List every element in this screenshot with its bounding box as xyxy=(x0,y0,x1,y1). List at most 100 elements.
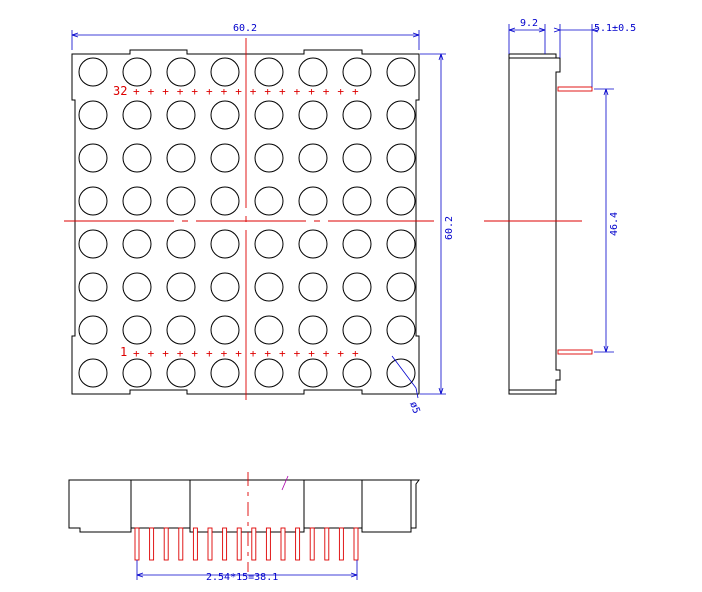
led-dot xyxy=(210,272,240,302)
bottom-pin xyxy=(149,527,155,561)
pin-marker: + xyxy=(250,85,257,98)
pin-marker: + xyxy=(235,85,242,98)
led-dot xyxy=(342,100,372,130)
led-dot xyxy=(166,358,196,388)
led-dot xyxy=(342,272,372,302)
led-dot xyxy=(386,358,416,388)
pin-marker: + xyxy=(323,85,330,98)
led-dot xyxy=(342,57,372,87)
bottom-pin xyxy=(309,527,315,561)
led-dot xyxy=(78,358,108,388)
led-dot xyxy=(254,315,284,345)
bottom-pin xyxy=(324,527,330,561)
led-dot xyxy=(386,57,416,87)
led-dot xyxy=(210,358,240,388)
led-dot xyxy=(386,143,416,173)
led-dot xyxy=(78,315,108,345)
led-dot xyxy=(122,315,152,345)
width-dim-text: 60.2 xyxy=(233,23,257,34)
pin-marker: + xyxy=(191,347,198,360)
pin-marker: + xyxy=(294,85,301,98)
pin-spacing-dim-text: 46.4 xyxy=(609,212,620,236)
bottom-pin xyxy=(222,527,228,561)
side-pin-bottom xyxy=(557,349,593,355)
side-outline xyxy=(508,53,561,395)
led-dot xyxy=(342,229,372,259)
led-dot xyxy=(122,143,152,173)
led-dot xyxy=(254,143,284,173)
pin-marker: + xyxy=(352,347,359,360)
led-dot xyxy=(122,229,152,259)
pin-marker: + xyxy=(148,85,155,98)
pin-marker: + xyxy=(352,85,359,98)
led-dot xyxy=(298,143,328,173)
pin-marker: + xyxy=(221,347,228,360)
led-dot xyxy=(386,229,416,259)
led-dot xyxy=(166,186,196,216)
pin-marker: + xyxy=(264,347,271,360)
led-dot xyxy=(210,229,240,259)
pin-marker: + xyxy=(294,347,301,360)
pin-marker: + xyxy=(337,347,344,360)
led-dot xyxy=(122,186,152,216)
front-height-dimension: 60.2 xyxy=(420,53,455,395)
bottom-mark xyxy=(281,475,289,491)
pin-marker: + xyxy=(162,347,169,360)
pin-marker: + xyxy=(206,347,213,360)
led-dot xyxy=(166,315,196,345)
led-dot xyxy=(342,143,372,173)
led-dot xyxy=(254,272,284,302)
bottom-pitch-dimension: 2.54*15=38.1 xyxy=(136,560,358,583)
side-pin-top xyxy=(557,86,593,92)
led-dot xyxy=(166,143,196,173)
pin-marker: + xyxy=(264,85,271,98)
led-dot xyxy=(78,272,108,302)
bottom-pin xyxy=(295,527,301,561)
led-dot xyxy=(78,229,108,259)
bottom-pin xyxy=(207,527,213,561)
side-pin-spacing-dimension: 46.4 xyxy=(594,88,620,353)
led-dot xyxy=(298,186,328,216)
pin-marker: + xyxy=(279,347,286,360)
led-dot xyxy=(254,358,284,388)
led-dot xyxy=(342,186,372,216)
pin-marker: + xyxy=(148,347,155,360)
led-dot xyxy=(78,100,108,130)
led-dot xyxy=(254,57,284,87)
bottom-pin xyxy=(280,527,286,561)
pin-row-bottom: ++++++++++++++++ xyxy=(133,347,359,360)
led-dot xyxy=(386,186,416,216)
led-dot xyxy=(298,229,328,259)
bottom-pin xyxy=(236,527,242,561)
pin-marker: + xyxy=(162,85,169,98)
bottom-pin xyxy=(353,527,359,561)
bottom-pins xyxy=(134,527,359,561)
side-pin-length-dimension: 5.1±0.5 xyxy=(553,23,636,87)
front-view: ++++++++++++++++ ++++++++++++++++ 32 1 6… xyxy=(64,23,455,415)
height-dim-text: 60.2 xyxy=(444,216,455,240)
pin-marker: + xyxy=(177,85,184,98)
led-dot xyxy=(122,100,152,130)
bottom-pin xyxy=(134,527,140,561)
pin-marker: + xyxy=(279,85,286,98)
bottom-pin xyxy=(251,527,257,561)
led-dot xyxy=(342,358,372,388)
pin-marker: + xyxy=(337,85,344,98)
led-dot xyxy=(166,229,196,259)
led-dot xyxy=(210,57,240,87)
led-dot xyxy=(298,315,328,345)
bottom-pin xyxy=(163,527,169,561)
bottom-outline xyxy=(68,479,420,533)
led-dot xyxy=(386,315,416,345)
led-diameter-text: ø5 xyxy=(407,400,421,415)
pin-marker: + xyxy=(133,347,140,360)
led-dot xyxy=(210,143,240,173)
led-dot xyxy=(210,100,240,130)
pin-label-32: 32 xyxy=(113,84,127,98)
pin-marker: + xyxy=(308,85,315,98)
depth-dim-text: 9.2 xyxy=(520,18,538,29)
led-dot xyxy=(210,315,240,345)
side-depth-dimension: 9.2 xyxy=(508,18,546,54)
led-dot xyxy=(166,272,196,302)
